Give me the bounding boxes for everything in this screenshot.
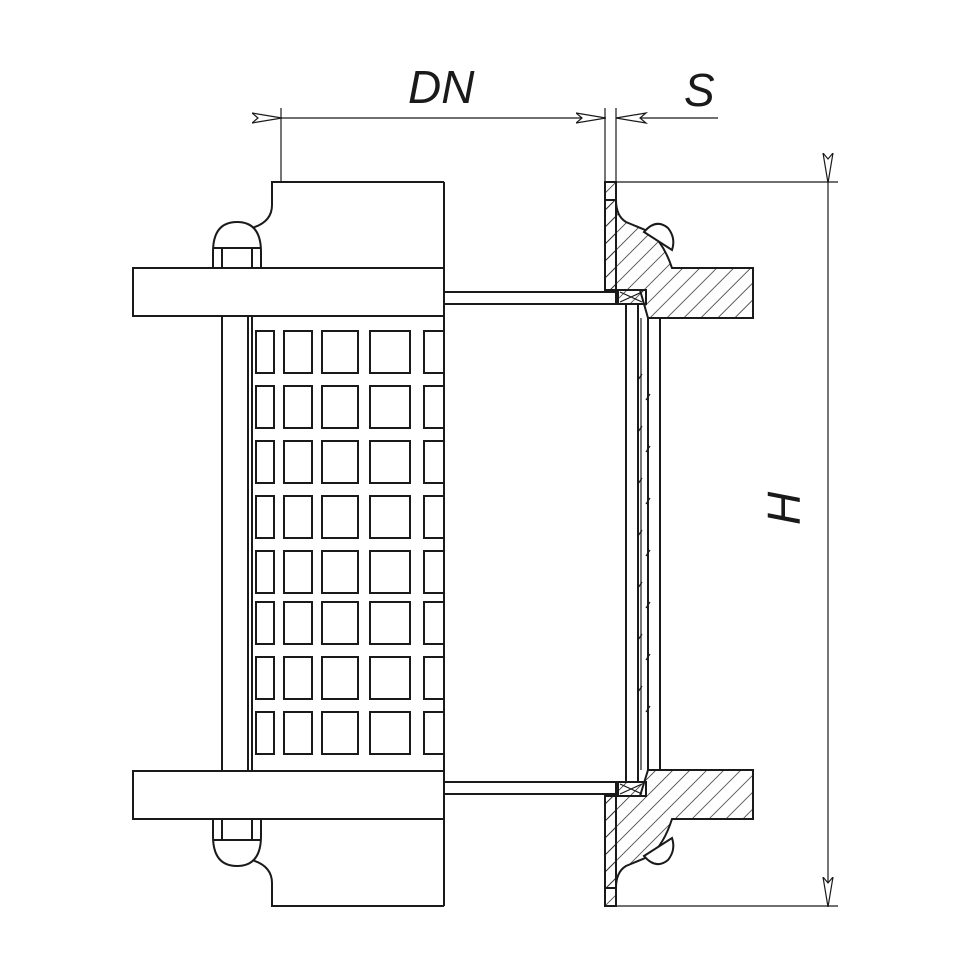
dn-label: DN	[408, 61, 475, 113]
grid-cell	[283, 440, 313, 484]
grid-cell	[321, 601, 359, 645]
grid-cell	[423, 440, 445, 484]
grid-cell	[255, 711, 275, 755]
liner-tick	[637, 685, 643, 693]
grid-cell	[255, 656, 275, 700]
tie-rod-left	[221, 316, 253, 771]
liner-tick	[645, 705, 651, 713]
grid-cell	[369, 440, 411, 484]
grid-cell	[423, 495, 445, 539]
grid-cell	[369, 385, 411, 429]
grid-cell	[321, 550, 359, 594]
grid-cell	[423, 550, 445, 594]
grid-cell	[321, 385, 359, 429]
grid-cell	[423, 711, 445, 755]
grid-cell	[369, 550, 411, 594]
liner-tick	[637, 529, 643, 537]
top-flange-left	[132, 267, 445, 317]
top-nut-right	[642, 222, 675, 252]
grid-cell	[283, 550, 313, 594]
grid-cell	[369, 656, 411, 700]
grid-cell	[321, 330, 359, 374]
grid-cell	[283, 330, 313, 374]
grid-cell	[283, 495, 313, 539]
liner-ticks	[637, 373, 651, 713]
grid-cell	[255, 601, 275, 645]
top-nut-left	[212, 220, 262, 269]
grid-cell	[255, 330, 275, 374]
gasket-top	[615, 289, 647, 305]
glass-liner-section	[625, 303, 661, 783]
dimension-s	[615, 108, 718, 182]
grid-cell	[369, 330, 411, 374]
grid-cell	[321, 711, 359, 755]
grid-cell	[321, 495, 359, 539]
liner-tick	[645, 549, 651, 557]
gasket-bottom	[615, 781, 647, 797]
grid-cell	[255, 550, 275, 594]
liner-tick	[637, 581, 643, 589]
liner-tick	[645, 653, 651, 661]
bottom-collar-exterior	[251, 859, 444, 907]
grid-cell	[255, 440, 275, 484]
grid-cell	[321, 440, 359, 484]
liner-tick	[637, 633, 643, 641]
liner-tick	[637, 425, 643, 433]
grid-cell	[283, 711, 313, 755]
liner-tick	[637, 373, 643, 381]
grid-cell	[321, 656, 359, 700]
s-label: S	[684, 64, 715, 116]
liner-tick	[645, 393, 651, 401]
grid-cell	[423, 656, 445, 700]
grid-cell	[423, 385, 445, 429]
liner-tick	[645, 445, 651, 453]
liner-tick	[645, 497, 651, 505]
grid-cell	[283, 601, 313, 645]
liner-tick	[637, 477, 643, 485]
bottom-nut-left	[212, 818, 262, 868]
dimension-s-arrow	[615, 112, 649, 124]
grid-cell	[369, 711, 411, 755]
grid-cell	[423, 601, 445, 645]
grid-cell	[283, 385, 313, 429]
grid-cell	[423, 330, 445, 374]
grid-cell	[369, 495, 411, 539]
grid-cell	[255, 385, 275, 429]
dimension-dn	[281, 108, 605, 182]
top-collar-exterior	[251, 181, 444, 229]
h-label: H	[758, 491, 810, 525]
liner-tick	[645, 601, 651, 609]
grid-cell	[283, 656, 313, 700]
bottom-flange-left	[132, 770, 445, 820]
protective-grid	[255, 330, 445, 755]
dimension-h	[616, 182, 838, 906]
bottom-nut-right	[642, 836, 675, 866]
glass-tube	[443, 291, 619, 795]
grid-cell	[255, 495, 275, 539]
grid-cell	[369, 601, 411, 645]
